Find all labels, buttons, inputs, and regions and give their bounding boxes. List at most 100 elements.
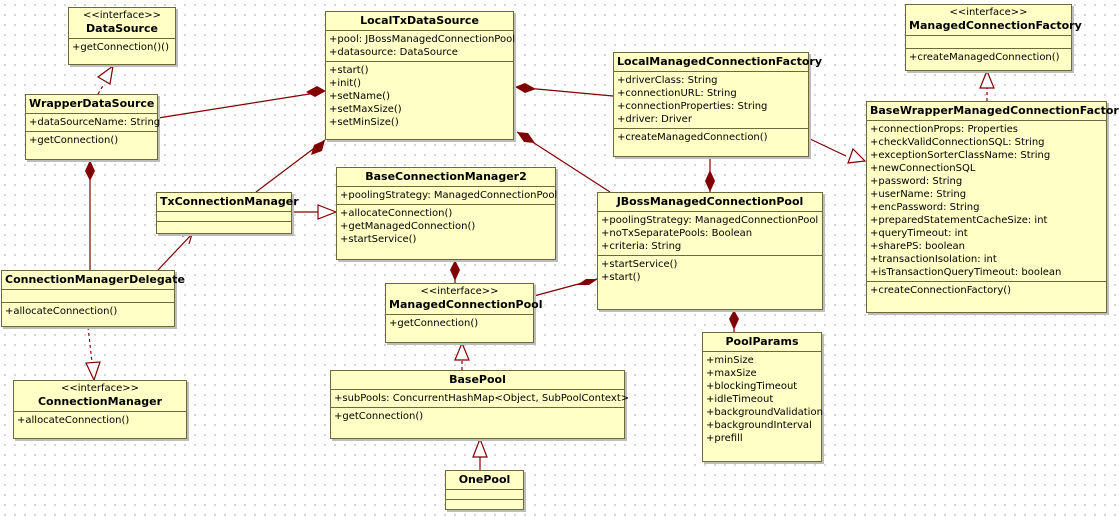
stereotype-label: <<interface>>: [949, 7, 1028, 18]
operations: +getConnection()(): [69, 39, 175, 56]
stereotype-label: <<interface>>: [82, 10, 162, 21]
class-header: BaseConnectionManager2: [337, 168, 555, 187]
attribute: +poolingStrategy: ManagedConnectionPool: [601, 215, 819, 226]
composition-diamond: [729, 310, 739, 330]
attribute: +driverClass: String: [617, 75, 718, 86]
composition-diamond: [85, 160, 95, 181]
operations: +allocateConnection() +getManagedConnect…: [337, 205, 555, 248]
operations: +allocateConnection(): [2, 303, 174, 320]
class-name: LocalTxDataSource: [360, 14, 479, 27]
class-header: ConnectionManagerDelegate: [2, 271, 185, 290]
composition-diamond: [450, 260, 460, 281]
operation: +start(): [601, 272, 641, 283]
class-txconnectionmanager[interactable]: TxConnectionManager: [156, 192, 299, 234]
operations: +createManagedConnection(): [906, 49, 1071, 66]
operation: +setMaxSize(): [329, 104, 402, 115]
class-name: ConnectionManager: [37, 395, 163, 408]
attributes: +subPools: ConcurrentHashMap<Object, Sub…: [331, 390, 630, 408]
edge-cmdelegate-txcm: [157, 233, 193, 271]
class-name: DataSource: [86, 22, 158, 35]
attribute: +idleTimeout: [706, 394, 774, 405]
attribute: +checkValidConnectionSQL: String: [870, 137, 1045, 148]
class-managedconnectionpool[interactable]: <<interface>> ManagedConnectionPool +get…: [385, 283, 543, 343]
composition-diamond: [306, 86, 326, 97]
class-managedconnectionfactory[interactable]: <<interface>> ManagedConnectionFactory +…: [905, 4, 1082, 71]
attribute: +minSize: [706, 355, 754, 366]
operations: +allocateConnection(): [14, 412, 186, 429]
class-name: BaseConnectionManager2: [365, 170, 527, 183]
attribute: +newConnectionSQL: [870, 163, 976, 174]
class-datasource[interactable]: <<interface>> DataSource +getConnection(…: [68, 7, 176, 65]
class-wrapperdatasource[interactable]: WrapperDataSource +dataSourceName: Strin…: [25, 94, 161, 160]
class-connectionmanager[interactable]: <<interface>> ConnectionManager +allocat…: [13, 380, 187, 439]
attribute: +connectionURL: String: [617, 88, 737, 99]
attribute: +connectionProperties: String: [617, 101, 768, 112]
attributes: +pool: JBossManagedConnectionPool +datas…: [326, 31, 515, 62]
attribute: +subPools: ConcurrentHashMap<Object, Sub…: [334, 393, 630, 404]
class-header: LocalManagedConnectionFactory: [614, 53, 822, 72]
operations: +startService() +start(): [598, 256, 822, 286]
class-jbossmanagedconnectionpool[interactable]: JBossManagedConnectionPool +poolingStrat…: [597, 192, 823, 310]
composition-diamond: [515, 83, 536, 93]
attribute: +exceptionSorterClassName: String: [870, 150, 1051, 161]
realization-arrow: [979, 69, 995, 89]
attribute: +blockingTimeout: [706, 381, 798, 392]
attribute: +maxSize: [706, 368, 757, 379]
class-connectionmanagerdelegate[interactable]: ConnectionManagerDelegate +allocateConne…: [1, 270, 185, 327]
operation: +getConnection()(): [72, 42, 169, 53]
attributes: [906, 36, 1071, 49]
class-header: <<interface>> ConnectionManager: [14, 381, 186, 412]
attribute: +datasource: DataSource: [329, 47, 458, 58]
class-name: TxConnectionManager: [160, 195, 299, 208]
operation: +getConnection(): [389, 318, 479, 329]
arrowhead: [181, 233, 193, 245]
attribute: +prefill: [706, 433, 743, 444]
class-name: ConnectionManagerDelegate: [5, 273, 185, 286]
attribute: +encPassword: String: [870, 202, 980, 213]
operations: +createManagedConnection(): [614, 129, 808, 146]
class-name: ManagedConnectionPool: [389, 298, 543, 311]
operation: +allocateConnection(): [17, 415, 130, 426]
attributes: [157, 212, 291, 222]
composition-diamond: [577, 279, 598, 285]
inheritance-arrow: [472, 437, 488, 458]
class-localtxdatasource[interactable]: LocalTxDataSource +pool: JBossManagedCon…: [325, 11, 515, 140]
operation: +startService(): [340, 234, 417, 245]
realization-arrow: [96, 64, 114, 85]
inheritance-arrow: [847, 147, 867, 164]
stereotype-label: <<interface>>: [60, 383, 140, 394]
class-header: TxConnectionManager: [157, 193, 299, 212]
attributes: [2, 290, 174, 303]
operation: +createConnectionFactory(): [870, 285, 1012, 296]
class-onepool[interactable]: OnePool: [445, 470, 524, 510]
attributes: [446, 490, 523, 500]
class-header: <<interface>> ManagedConnectionFactory: [906, 5, 1082, 36]
class-localmanagedconnectionfactory[interactable]: LocalManagedConnectionFactory +driverCla…: [613, 52, 822, 157]
class-basewrappermanagedconnectionfactory[interactable]: BaseWrapperManagedConnectionFactory +con…: [866, 101, 1119, 313]
operation: +setMinSize(): [329, 117, 399, 128]
class-name: BasePool: [449, 373, 506, 386]
class-header: JBossManagedConnectionPool: [598, 193, 822, 212]
class-baseconnectionmanager2[interactable]: BaseConnectionManager2 +poolingStrategy:…: [336, 167, 557, 260]
composition-diamond: [311, 140, 325, 155]
edge-wrapperds-datasource: [97, 83, 105, 95]
class-header: OnePool: [446, 471, 523, 490]
edge-wrapperds-localtx: [157, 91, 323, 119]
class-name: BaseWrapperManagedConnectionFactory: [870, 104, 1119, 117]
class-poolparams[interactable]: PoolParams +minSize +maxSize +blockingTi…: [702, 332, 823, 462]
edge-localmcf-basewrapper: [807, 137, 847, 157]
operation: +getConnection(): [334, 411, 424, 422]
class-basepool[interactable]: BasePool +subPools: ConcurrentHashMap<Ob…: [330, 370, 630, 439]
class-header: BaseWrapperManagedConnectionFactory: [867, 102, 1119, 121]
attributes: +dataSourceName: String: [26, 114, 161, 132]
attributes: +connectionProps: Properties +checkValid…: [867, 121, 1106, 282]
attribute: +sharePS: boolean: [870, 241, 966, 252]
class-header: <<interface>> ManagedConnectionPool: [386, 284, 543, 315]
attribute: +dataSourceName: String: [29, 117, 161, 128]
attribute: +backgroundValidation: [706, 407, 823, 418]
composition-diamond: [517, 132, 535, 143]
operation: +createManagedConnection(): [909, 52, 1060, 63]
attributes: +minSize +maxSize +blockingTimeout +idle…: [703, 352, 823, 447]
operation: +createManagedConnection(): [617, 132, 768, 143]
class-name: PoolParams: [725, 335, 799, 348]
